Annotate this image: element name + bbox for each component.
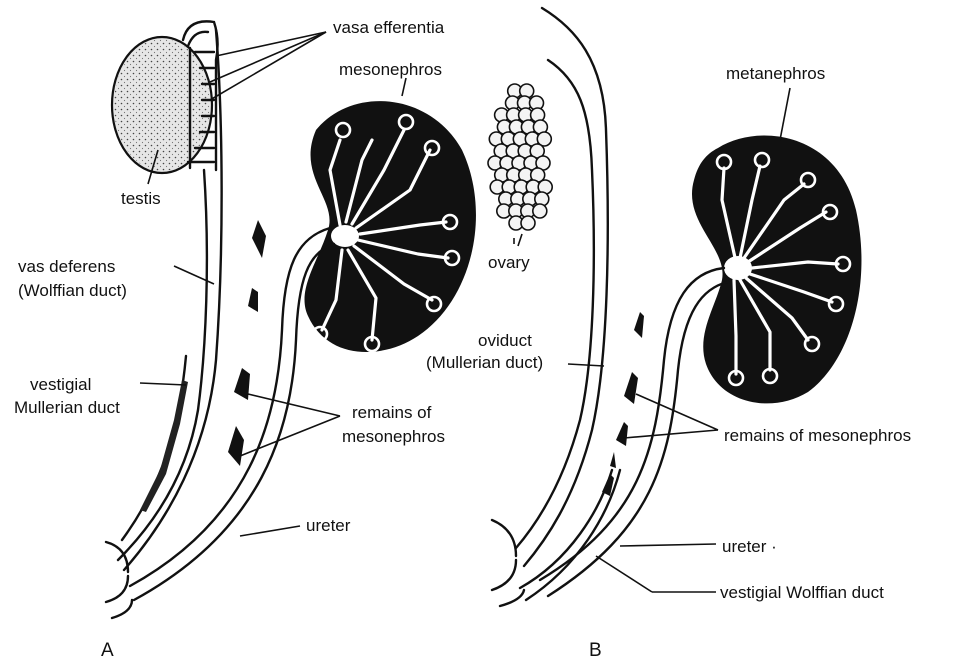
label-vas-deferens-line2: (Wolffian duct) <box>18 281 127 300</box>
ovary <box>488 84 552 246</box>
urogenital-sinus-b <box>492 520 524 606</box>
panel-letter-b: B <box>589 640 602 661</box>
label-metanephros: metanephros <box>726 64 825 83</box>
label-ureter-b: ureter · <box>722 537 777 556</box>
label-vasa-efferentia: vasa efferentia <box>333 18 445 37</box>
label-oviduct-line1: oviduct <box>478 331 532 350</box>
mesonephros <box>305 101 476 352</box>
label-remains-b: remains of mesonephros <box>724 426 911 445</box>
label-vestigial-mullerian-line1: vestigial <box>30 375 91 394</box>
urogenital-sinus-a <box>106 542 132 618</box>
panel-a: vasa efferentia mesonephros testis vas d… <box>14 18 476 661</box>
label-oviduct-line2: (Mullerian duct) <box>426 353 543 372</box>
label-ovary: ovary <box>488 253 530 272</box>
label-vas-deferens-line1: vas deferens <box>18 257 115 276</box>
label-mesonephros: mesonephros <box>339 60 442 79</box>
label-ureter-a: ureter <box>306 516 351 535</box>
remains-of-mesonephros-b <box>602 312 644 496</box>
ovary-follicle <box>533 204 547 218</box>
panel-b: ovary metanephros oviduct (Mullerian duc… <box>426 8 911 661</box>
ureter-a <box>130 228 334 600</box>
label-remains-line2: mesonephros <box>342 427 445 446</box>
ovary-follicle <box>521 216 535 230</box>
label-remains-line1: remains of <box>352 403 432 422</box>
panel-letter-a: A <box>101 640 114 661</box>
remains-of-mesonephros-a <box>228 220 266 466</box>
label-testis: testis <box>121 189 161 208</box>
label-vestigial-mullerian-line2: Mullerian duct <box>14 398 120 417</box>
testis <box>112 37 212 173</box>
ovary-stalk <box>518 234 522 246</box>
label-vestigial-wolffian-duct: vestigial Wolffian duct <box>720 583 884 602</box>
